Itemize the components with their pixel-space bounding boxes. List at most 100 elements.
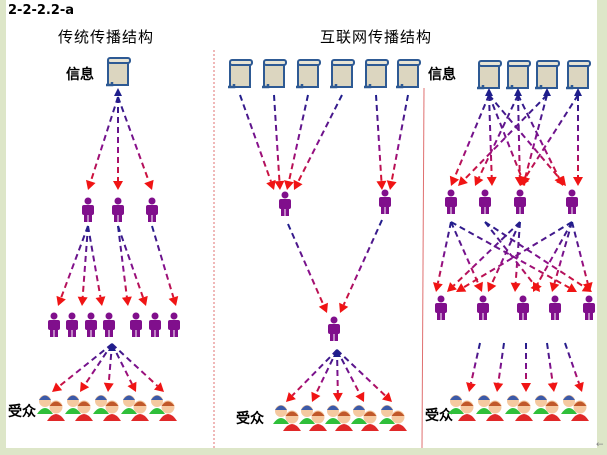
arrow-node-to-audience — [111, 343, 137, 392]
arrow-head — [121, 296, 132, 306]
level2-person-icon — [477, 295, 489, 320]
arrow-line — [490, 221, 521, 285]
arrow-head — [77, 296, 88, 306]
arrow-source-to-node — [293, 94, 343, 190]
level2-person-icon — [149, 312, 161, 337]
arrow-head — [355, 391, 365, 402]
arrow-line — [436, 221, 452, 284]
source-scroll-icon — [566, 60, 591, 90]
arrow-tail-head — [485, 88, 493, 96]
arrow-tail-head — [514, 88, 522, 96]
arrow-line — [523, 94, 579, 179]
audience-group-icon — [65, 395, 93, 421]
arrow-node-to-node — [450, 221, 483, 292]
arrow-node-to-node — [484, 221, 592, 292]
arrow-source-to-node — [458, 94, 548, 186]
corner-mark: ← — [596, 440, 604, 450]
arrow-node-to-node — [533, 221, 573, 292]
audience-group-icon — [476, 395, 504, 421]
arrow-line — [336, 349, 361, 395]
arrow-line — [546, 342, 554, 384]
arrow-line — [336, 349, 387, 397]
arrow-line — [151, 225, 175, 298]
level1-person-icon — [445, 189, 457, 214]
arrow-line — [517, 94, 521, 178]
arrow-line — [81, 225, 89, 298]
arrow-head — [386, 180, 397, 190]
arrow-line — [488, 94, 561, 180]
arrow-line — [524, 94, 548, 178]
arrow-head — [473, 281, 483, 292]
arrow-source-to-node — [474, 94, 519, 186]
arrow-node-to-node — [571, 221, 593, 292]
arrow-line — [375, 94, 383, 182]
source-scroll-icon — [296, 59, 321, 89]
level2-person-icon — [435, 295, 447, 320]
arrow-head — [547, 382, 558, 392]
arrow-head — [56, 295, 66, 306]
level2-person-icon — [328, 316, 340, 341]
arrow-head — [95, 296, 106, 306]
arrow-node-to-audience — [332, 349, 343, 402]
arrow-head — [86, 179, 96, 190]
arrow-info-to-node — [117, 96, 154, 190]
arrow-head — [80, 381, 90, 392]
arrow-head — [274, 180, 285, 190]
level1-person-icon — [566, 189, 578, 214]
arrow-source-to-node — [517, 94, 564, 186]
arrow-line — [107, 343, 113, 384]
arrow-source-to-node — [488, 94, 527, 186]
arrow-head — [266, 179, 276, 190]
arrow-line — [488, 94, 493, 178]
arrow-line — [117, 225, 128, 298]
source-scroll-icon — [535, 60, 560, 90]
source-scroll-icon — [477, 60, 502, 90]
audience-group-icon — [561, 395, 589, 421]
source-scroll-icon — [506, 60, 531, 90]
arrow-node-to-node — [447, 221, 521, 292]
arrow-line — [484, 221, 536, 286]
arrow-source-to-node — [386, 94, 409, 190]
arrow-node-to-audience — [103, 343, 114, 392]
arrow-line — [517, 94, 560, 179]
arrow-node-to-audience — [564, 342, 584, 392]
arrow-line — [273, 94, 281, 182]
arrow-head — [573, 177, 583, 186]
arrow-head — [138, 295, 148, 306]
arrow-head — [432, 282, 443, 292]
arrow-line — [60, 225, 89, 298]
arrow-source-to-node — [449, 94, 490, 186]
arrow-line — [111, 343, 159, 387]
arrow-node-to-node — [339, 219, 383, 313]
arrow-node-to-audience — [52, 343, 113, 392]
arrow-head — [493, 382, 504, 392]
arrow-head — [449, 175, 460, 186]
arrow-info-to-node — [113, 97, 123, 190]
arrow-node-to-node — [117, 225, 148, 306]
arrow-node-to-node — [432, 221, 452, 292]
arrow-line — [58, 343, 113, 388]
level1-person-icon — [146, 197, 158, 222]
audience-group-icon — [121, 395, 149, 421]
audience-group-icon — [37, 395, 65, 421]
arrow-source-to-node — [488, 94, 566, 186]
level2-person-icon — [103, 312, 115, 337]
audience-group-icon — [505, 395, 533, 421]
level2-person-icon — [130, 312, 142, 337]
arrow-line — [239, 94, 272, 182]
source-scroll-icon — [228, 59, 253, 89]
level2-person-icon — [549, 295, 561, 320]
arrow-node-to-audience — [111, 343, 164, 392]
level2-person-icon — [583, 295, 595, 320]
arrow-tail-head — [333, 349, 341, 357]
audience-group-icon — [351, 405, 379, 431]
audience-group-icon — [299, 405, 327, 431]
arrow-line — [497, 342, 505, 384]
arrow-head — [318, 302, 328, 313]
arrow-head — [286, 392, 296, 402]
arrow-node-to-node — [77, 225, 89, 306]
arrow-source-to-node — [520, 94, 579, 186]
level2-person-icon — [168, 312, 180, 337]
arrow-source-to-node — [273, 94, 285, 190]
